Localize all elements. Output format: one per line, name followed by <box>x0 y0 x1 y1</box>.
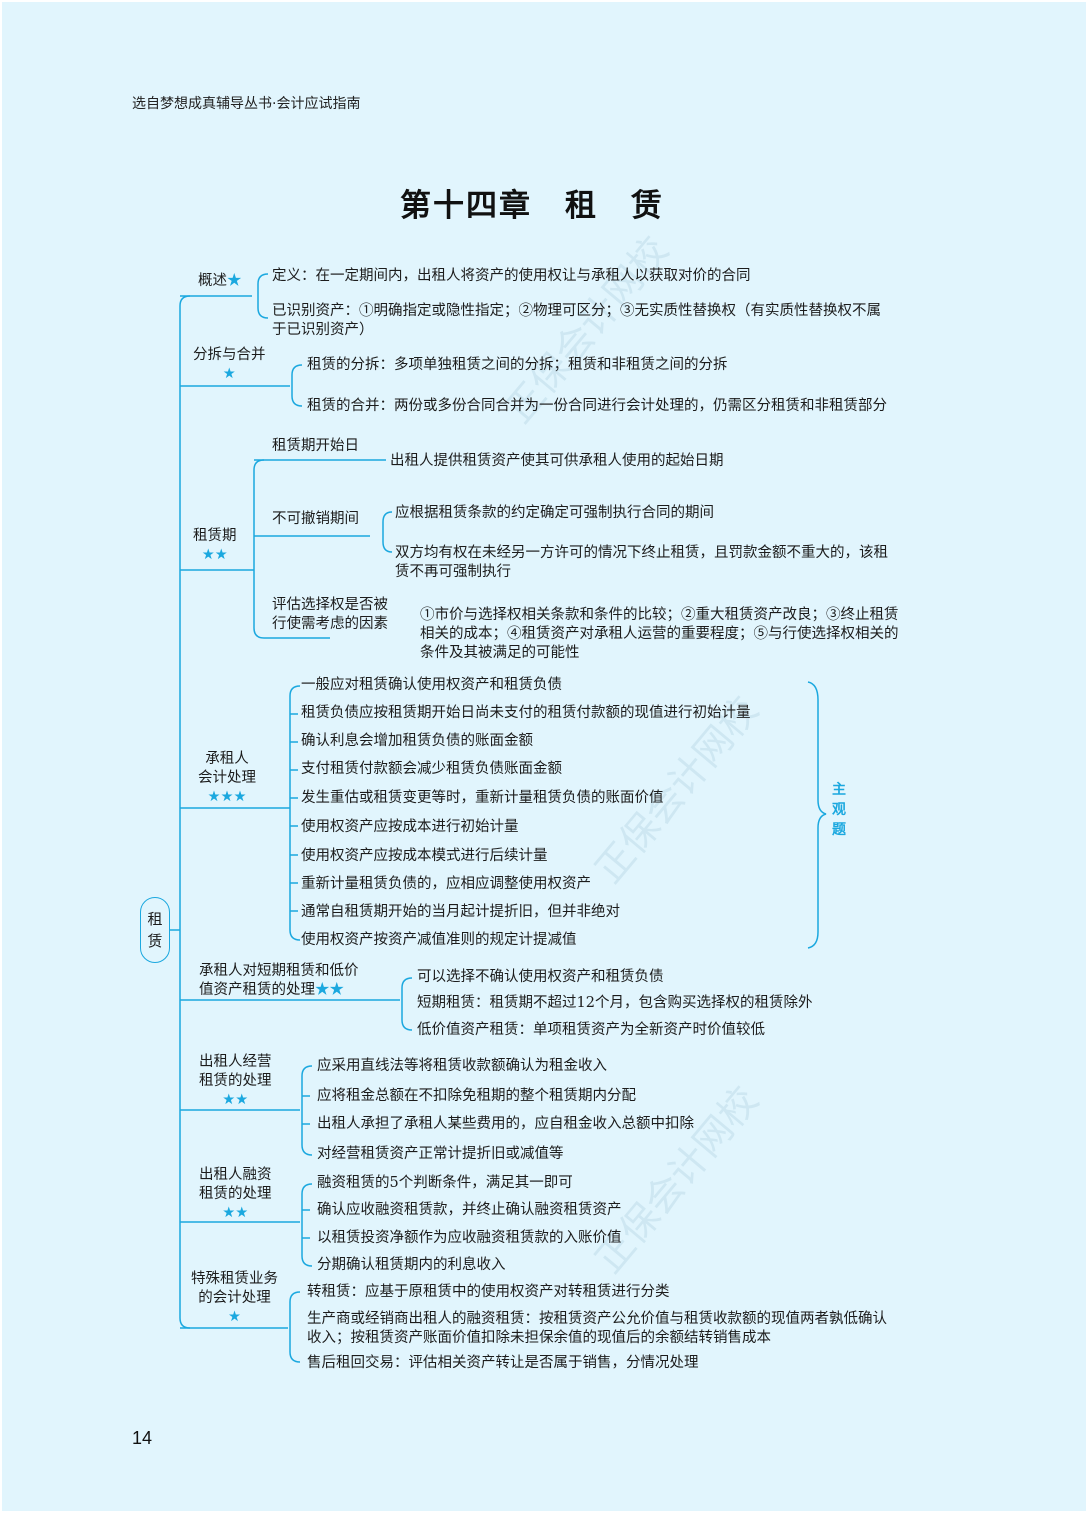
lessor-fin-item: 分期确认租赁期内的利息收入 <box>317 1257 506 1273</box>
lessee-item: 使用权资产应按成本进行初始计量 <box>301 819 519 835</box>
special-item: 生产商或经销商出租人的融资租赁：按租赁资产公允价值与租赁收款额的现值两者孰低确认 <box>307 1311 887 1327</box>
lessee-item: 支付租赁付款额会减少租赁负债账面金额 <box>301 761 562 777</box>
lessee-item: 租赁负债应按租赁期开始日尚未支付的租赁付款额的现值进行初始计量 <box>301 705 751 721</box>
branch-lease-term: 租赁期★★ <box>193 528 237 563</box>
branch-short-term-lease: 承租人对短期租赁和低价 <box>199 963 359 979</box>
short-term-item: 可以选择不确认使用权资产和租赁负债 <box>417 969 664 985</box>
lessee-item: 通常自租赁期开始的当月起计提折旧，但并非绝对 <box>301 904 620 920</box>
lessee-item: 发生重估或租赁变更等时，重新计量租赁负债的账面价值 <box>301 790 664 806</box>
lease-term-item: ①市价与选择权相关条款和条件的比较；②重大租赁资产改良；③终止租赁 <box>420 607 899 623</box>
branch-short-term-lease: 值资产租赁的处理★★ <box>199 982 344 998</box>
lease-term-sub-label: 行使需考虑的因素 <box>272 616 388 632</box>
lease-term-item: 条件及其被满足的可能性 <box>420 645 580 661</box>
lessor-op-item: 应采用直线法等将租赁收款额确认为租金收入 <box>317 1058 607 1074</box>
branch-split-merge: 分拆与合并★ <box>193 347 266 382</box>
special-item: 转租赁：应基于原租赁中的使用权资产对转租赁进行分类 <box>307 1284 670 1300</box>
root-node: 租赁 <box>140 897 170 963</box>
special-item: 售后租回交易：评估相关资产转让是否属于销售，分情况处理 <box>307 1355 699 1371</box>
lessee-item: 一般应对租赁确认使用权资产和租赁负债 <box>301 677 562 693</box>
lessor-op-item: 对经营租赁资产正常计提折旧或减值等 <box>317 1146 564 1162</box>
lessor-fin-item: 以租赁投资净额作为应收融资租赁款的入账价值 <box>317 1230 622 1246</box>
lessor-op-item: 出租人承担了承租人某些费用的，应自租金收入总额中扣除 <box>317 1116 694 1132</box>
short-term-item: 短期租赁：租赁期不超过12个月，包含购买选择权的租赁除外 <box>417 995 813 1011</box>
lease-term-sub-label: 不可撤销期间 <box>272 511 359 527</box>
lessor-op-item: 应将租金总额在不扣除免租期的整个租赁期内分配 <box>317 1088 636 1104</box>
branch-overview: 概述★ <box>198 273 242 289</box>
branch-lessor-finance: 出租人融资租赁的处理★★ <box>199 1167 272 1221</box>
branch-special-lease: 特殊租赁业务的会计处理★ <box>191 1271 278 1325</box>
lease-term-sub-label: 租赁期开始日 <box>272 438 359 454</box>
split-merge-item: 租赁的分拆：多项单独租赁之间的分拆；租赁和非租赁之间的分拆 <box>307 357 728 373</box>
chapter-title: 第十四章 租 赁 <box>400 188 664 224</box>
branch-lessor-operating: 出租人经营租赁的处理★★ <box>199 1054 272 1108</box>
special-item: 收入；按租赁资产账面价值扣除未担保余值的现值后的余额结转销售成本 <box>307 1330 771 1346</box>
split-merge-item: 租赁的合并：两份或多份合同合并为一份合同进行会计处理的，仍需区分租赁和非租赁部分 <box>307 398 887 414</box>
lease-term-sub-label: 评估选择权是否被 <box>272 597 388 613</box>
lease-term-item: 赁不再可强制执行 <box>395 564 511 580</box>
lease-term-item: 应根据租赁条款的约定确定可强制执行合同的期间 <box>395 505 714 521</box>
series-header: 选自梦想成真辅导丛书·会计应试指南 <box>132 96 361 112</box>
lease-term-item: 出租人提供租赁资产使其可供承租人使用的起始日期 <box>390 453 724 469</box>
overview-item: 定义：在一定期间内，出租人将资产的使用权让与承租人以获取对价的合同 <box>272 268 751 284</box>
lessee-item: 确认利息会增加租赁负债的账面金额 <box>301 733 533 749</box>
page-number: 14 <box>132 1428 153 1448</box>
lessor-fin-item: 融资租赁的5个判断条件，满足其一即可 <box>317 1175 573 1191</box>
subjective-question-tag: 主观题 <box>832 782 846 838</box>
short-term-item: 低价值资产租赁：单项租赁资产为全新资产时价值较低 <box>417 1022 765 1038</box>
lessee-item: 使用权资产应按成本模式进行后续计量 <box>301 848 548 864</box>
lease-term-item: 双方均有权在未经另一方许可的情况下终止租赁，且罚款金额不重大的，该租 <box>395 545 888 561</box>
branch-lessee-accounting: 承租人会计处理★★★ <box>198 751 256 805</box>
lessor-fin-item: 确认应收融资租赁款，并终止确认融资租赁资产 <box>317 1202 622 1218</box>
overview-item: 于已识别资产） <box>272 322 374 338</box>
overview-item: 已识别资产：①明确指定或隐性指定；②物理可区分；③无实质性替换权（有实质性替换权… <box>272 303 881 319</box>
lease-term-item: 相关的成本；④租赁资产对承租人运营的重要程度；⑤与行使选择权相关的 <box>420 626 899 642</box>
lessee-item: 重新计量租赁负债的，应相应调整使用权资产 <box>301 876 591 892</box>
lessee-item: 使用权资产按资产减值准则的规定计提减值 <box>301 932 577 948</box>
